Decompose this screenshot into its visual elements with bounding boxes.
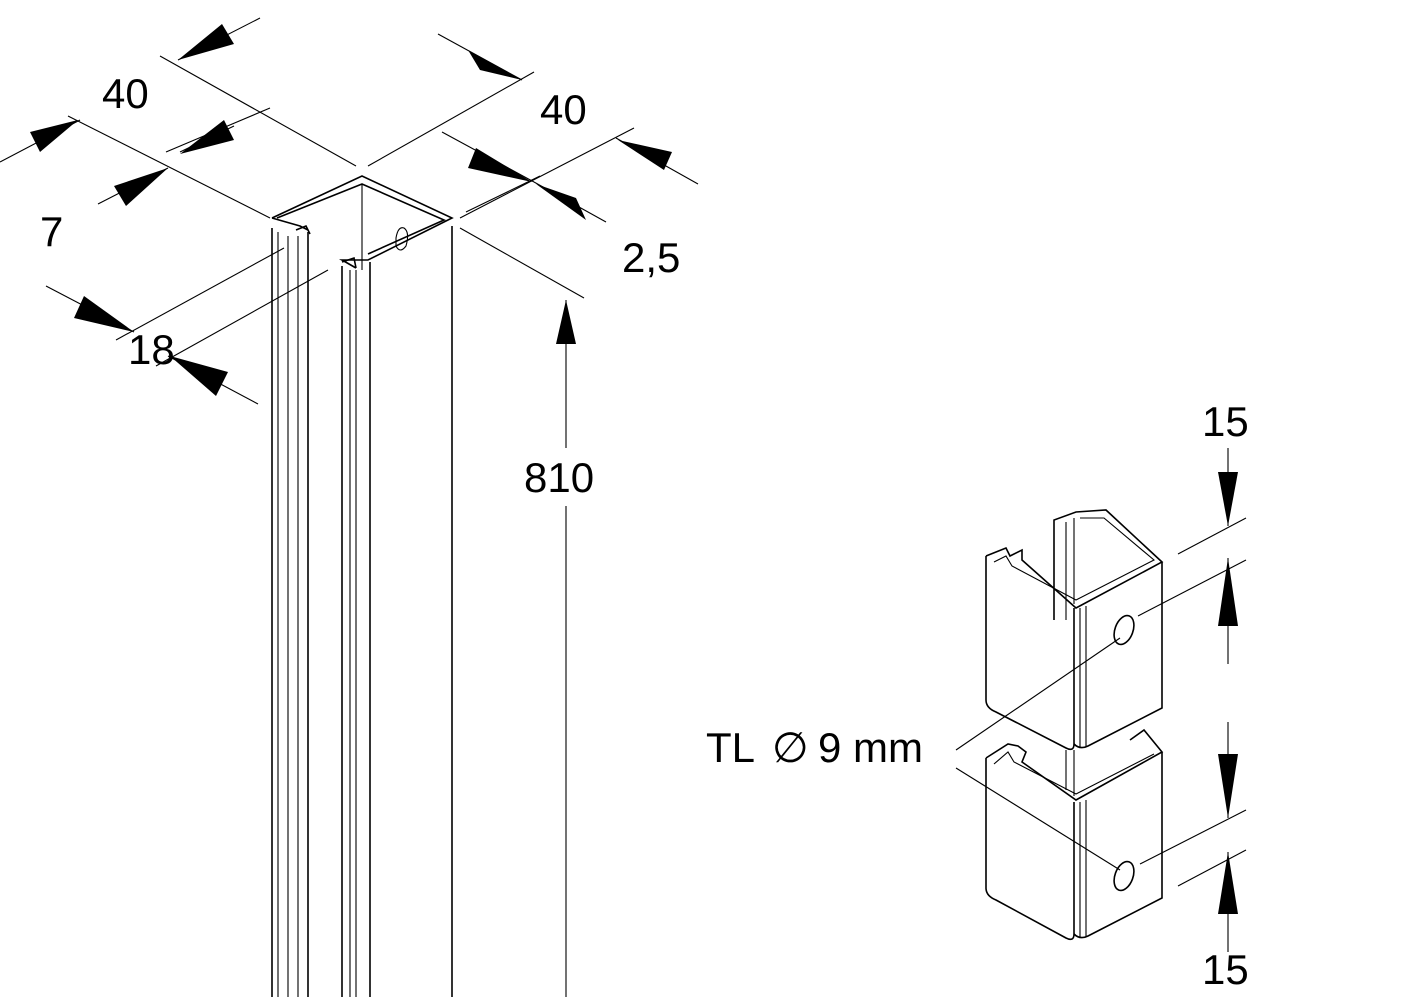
dimension-height: 810 <box>459 227 594 997</box>
connector-upper <box>985 509 1164 751</box>
dimension-hole-top: 15 <box>1137 398 1249 664</box>
dimension-slot: 18 <box>45 247 329 405</box>
connector-lower <box>985 728 1164 941</box>
hole-label-prefix: TL <box>706 724 755 771</box>
dim-label-thickness: 2,5 <box>622 234 680 281</box>
diameter-symbol: ∅ <box>772 724 809 771</box>
dimension-width-left: 40 <box>0 17 357 219</box>
dimension-hole-bottom: 15 <box>1139 722 1249 993</box>
dim-label-lip: 7 <box>40 208 63 255</box>
dim-label-hole-bottom: 15 <box>1202 946 1249 993</box>
dim-label-width-left: 40 <box>102 70 149 117</box>
dim-label-width-right: 40 <box>540 86 587 133</box>
hole-label-size: 9 mm <box>818 724 923 771</box>
hole-callout: TL ∅ 9 mm <box>706 637 1121 871</box>
dim-label-height: 810 <box>524 454 594 501</box>
dim-label-hole-top: 15 <box>1202 398 1249 445</box>
dim-label-slot: 18 <box>128 326 175 373</box>
dimension-width-right: 40 <box>367 33 587 167</box>
dimension-thickness: 2,5 <box>441 127 699 281</box>
main-profile <box>271 175 454 997</box>
dimension-lip: 7 <box>40 167 169 255</box>
